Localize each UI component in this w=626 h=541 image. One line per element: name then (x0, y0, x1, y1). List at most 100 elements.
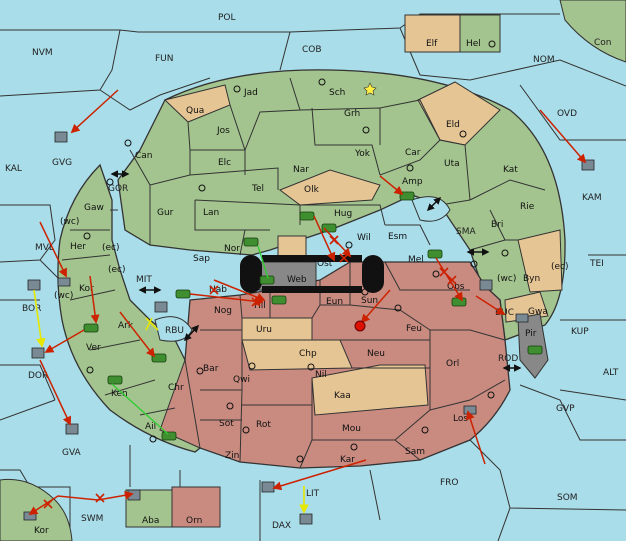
province-label: Car (405, 148, 421, 158)
sea-label: MIT (136, 275, 152, 285)
tan-labels: Elf Eld Olk Skr Byn Gwa Uru Chp Kaa (256, 39, 548, 401)
sea-label: NVM (32, 48, 53, 58)
move-arrow (539, 109, 587, 164)
province-label: Uru (256, 325, 272, 335)
army-icon (399, 191, 415, 201)
star-icon (363, 82, 377, 96)
support-line (257, 245, 269, 279)
failed-x (447, 275, 457, 285)
sea-label: DAX (272, 521, 291, 531)
army-icon (83, 323, 99, 333)
fleet-icon (515, 313, 529, 323)
province-label: Neu (367, 349, 385, 359)
sea-label: GVG (52, 158, 72, 168)
province-label: Qua (186, 106, 204, 116)
province-label: Nil (315, 370, 327, 380)
support-line (111, 383, 169, 435)
province-label: Nab (209, 285, 227, 295)
move-arrow (89, 275, 100, 324)
province-label: Bri (491, 220, 503, 230)
move-arrow (213, 279, 266, 302)
province-label: Ken (111, 389, 128, 399)
inner-red-strip (159, 358, 201, 449)
fleet-icon (27, 279, 41, 291)
army-icon (271, 295, 287, 305)
sea-label: SOM (557, 493, 578, 503)
move-arrow (313, 215, 336, 262)
province-label: Jos (216, 126, 230, 136)
move-arrow (70, 89, 119, 134)
coast-tag: (wc) (60, 217, 79, 227)
province-label: Olk (304, 185, 320, 195)
fleet-icon (463, 405, 477, 415)
failed-x (95, 493, 105, 503)
sea-label: MVL (35, 243, 54, 253)
coast-tag: (wc) (54, 291, 73, 301)
move-orders (28, 89, 587, 515)
army-icon (151, 353, 167, 363)
sea-labels: POL NVM FUN COB NOM OVD KAL GOR MIT RBU … (5, 13, 619, 531)
move-arrow (465, 410, 486, 465)
province-label: Chr (168, 383, 184, 393)
fleet-icon (65, 423, 79, 435)
province-label: Kat (503, 165, 518, 175)
sea-label: GVP (556, 404, 575, 414)
province-label: Sap (193, 254, 210, 264)
army-icon (527, 345, 543, 355)
province-label: Sot (219, 419, 234, 429)
province-label: Chp (299, 349, 317, 359)
province-label: Web (287, 275, 307, 285)
channel-arrows (110, 170, 522, 372)
province-label: Orl (446, 359, 459, 369)
province-label: Zin (225, 451, 239, 461)
province-label: Sun (361, 296, 378, 306)
province-label: Lan (203, 208, 219, 218)
province-label: Amp (402, 177, 423, 187)
sea-label: KAM (582, 193, 602, 203)
province-label: Eld (446, 120, 460, 130)
sea-label: GVA (62, 448, 82, 458)
failed-x (439, 267, 449, 277)
move-arrow (475, 295, 506, 315)
fleet-icon (479, 279, 493, 291)
failed-x (329, 235, 339, 245)
province-label: Uta (444, 159, 460, 169)
fleet-icon (154, 301, 168, 313)
province-label: Her (70, 242, 86, 252)
province-label: Hel (466, 39, 481, 49)
sea-label: DOR (28, 371, 48, 381)
sea-label: GOR (108, 184, 128, 194)
coast-tags: (wc) (ec) (ec) (wc) (wc) (ec) (54, 217, 569, 301)
province-label: Pir (525, 329, 537, 339)
sea-label: ROD (498, 354, 518, 364)
province-label: Qwi (233, 375, 250, 385)
province-label: Yok (354, 149, 371, 159)
move-arrow (360, 289, 391, 324)
province-label: Grh (344, 109, 360, 119)
support-orders (111, 245, 269, 435)
province-label: Jad (243, 88, 258, 98)
sea-label: RBU (165, 326, 184, 336)
province-label: Byn (523, 274, 540, 284)
province-label: Sch (329, 88, 345, 98)
province-label: Nar (293, 165, 309, 175)
province-label: Gwa (528, 307, 548, 317)
move-arrow (39, 221, 67, 278)
province-label: Nog (214, 306, 232, 316)
sea-label: FUN (155, 54, 174, 64)
army-icon (299, 211, 315, 221)
coast-tag: (ec) (102, 243, 120, 253)
province-label: Ark (118, 321, 134, 331)
province-label: Obs (447, 282, 465, 292)
sea-label: SWM (81, 514, 103, 524)
sea-label: KAL (5, 164, 22, 174)
army-icon (427, 249, 443, 259)
armies (83, 191, 543, 441)
sea-label: KUP (571, 327, 589, 337)
province-label: Kaa (334, 391, 351, 401)
province-label: Elf (426, 39, 438, 49)
province-label: Rie (520, 202, 535, 212)
fleet-icon (31, 347, 45, 359)
sea-label: SMA (456, 227, 476, 237)
